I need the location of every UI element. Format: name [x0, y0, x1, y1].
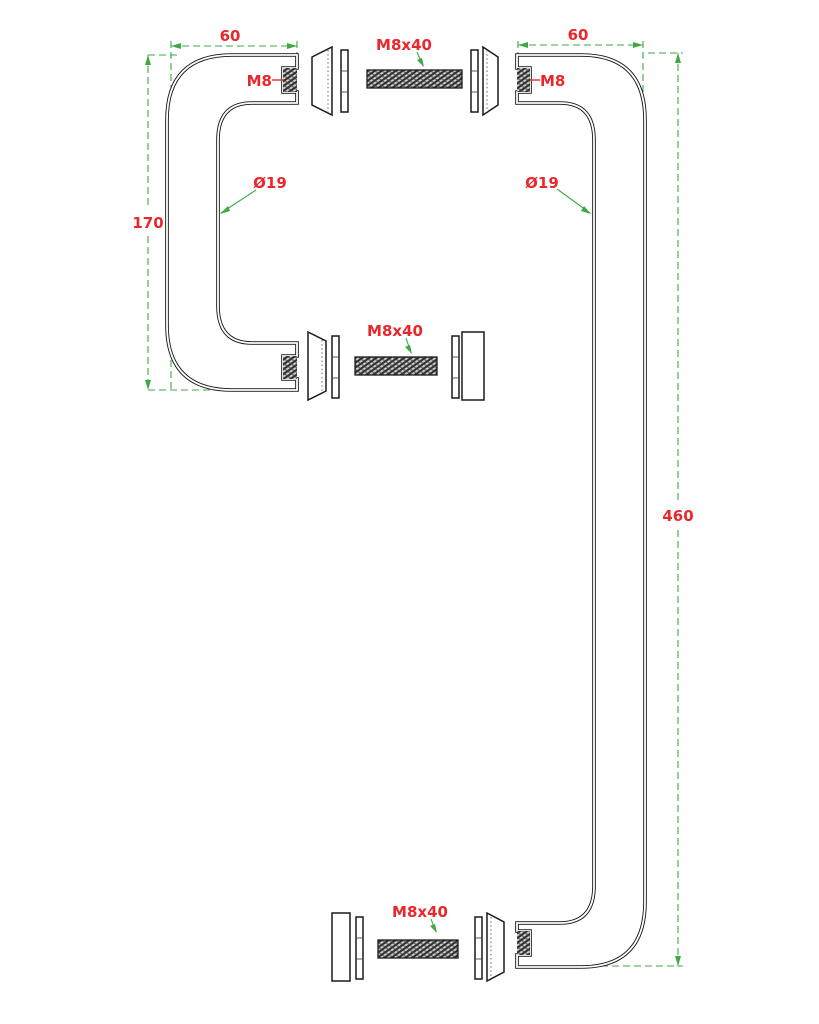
tube-dia-right-label: Ø19	[525, 174, 559, 192]
cylinder-spacer	[461, 331, 485, 401]
dimension-labels: 60 60 170 460 M8 M8 Ø19 Ø19 M8x40 M8x40 …	[132, 26, 693, 921]
thread-m8-left-label: M8	[247, 72, 272, 90]
left-handle-outline	[165, 53, 299, 392]
middle-fixing-set	[307, 330, 485, 402]
flat-washer	[451, 335, 460, 399]
cone-washer	[311, 45, 333, 117]
thread-m8-right-label: M8	[540, 72, 565, 90]
stud-top-label: M8x40	[376, 36, 432, 54]
flat-washer	[474, 916, 483, 980]
flat-washer	[470, 49, 479, 113]
dim-170-label: 170	[132, 214, 163, 232]
stud-middle-label: M8x40	[367, 322, 423, 340]
leader-lines	[220, 51, 591, 933]
bottom-fixing-set	[331, 911, 505, 983]
cylinder-spacer	[331, 912, 351, 982]
cone-washer	[486, 911, 505, 983]
cone-washer	[307, 330, 327, 402]
flat-washer	[331, 335, 340, 399]
dim-60-right-label: 60	[568, 26, 589, 44]
cone-washer	[482, 45, 499, 117]
dim-60-left-label: 60	[220, 27, 241, 45]
left-handle	[165, 53, 299, 392]
dim-460-label: 460	[662, 507, 693, 525]
flat-washer	[340, 49, 349, 113]
flat-washer	[355, 916, 364, 980]
right-handle	[515, 53, 647, 969]
stud-bottom-label: M8x40	[392, 903, 448, 921]
tube-dia-left-label: Ø19	[253, 174, 287, 192]
top-fixing-set	[311, 45, 499, 117]
